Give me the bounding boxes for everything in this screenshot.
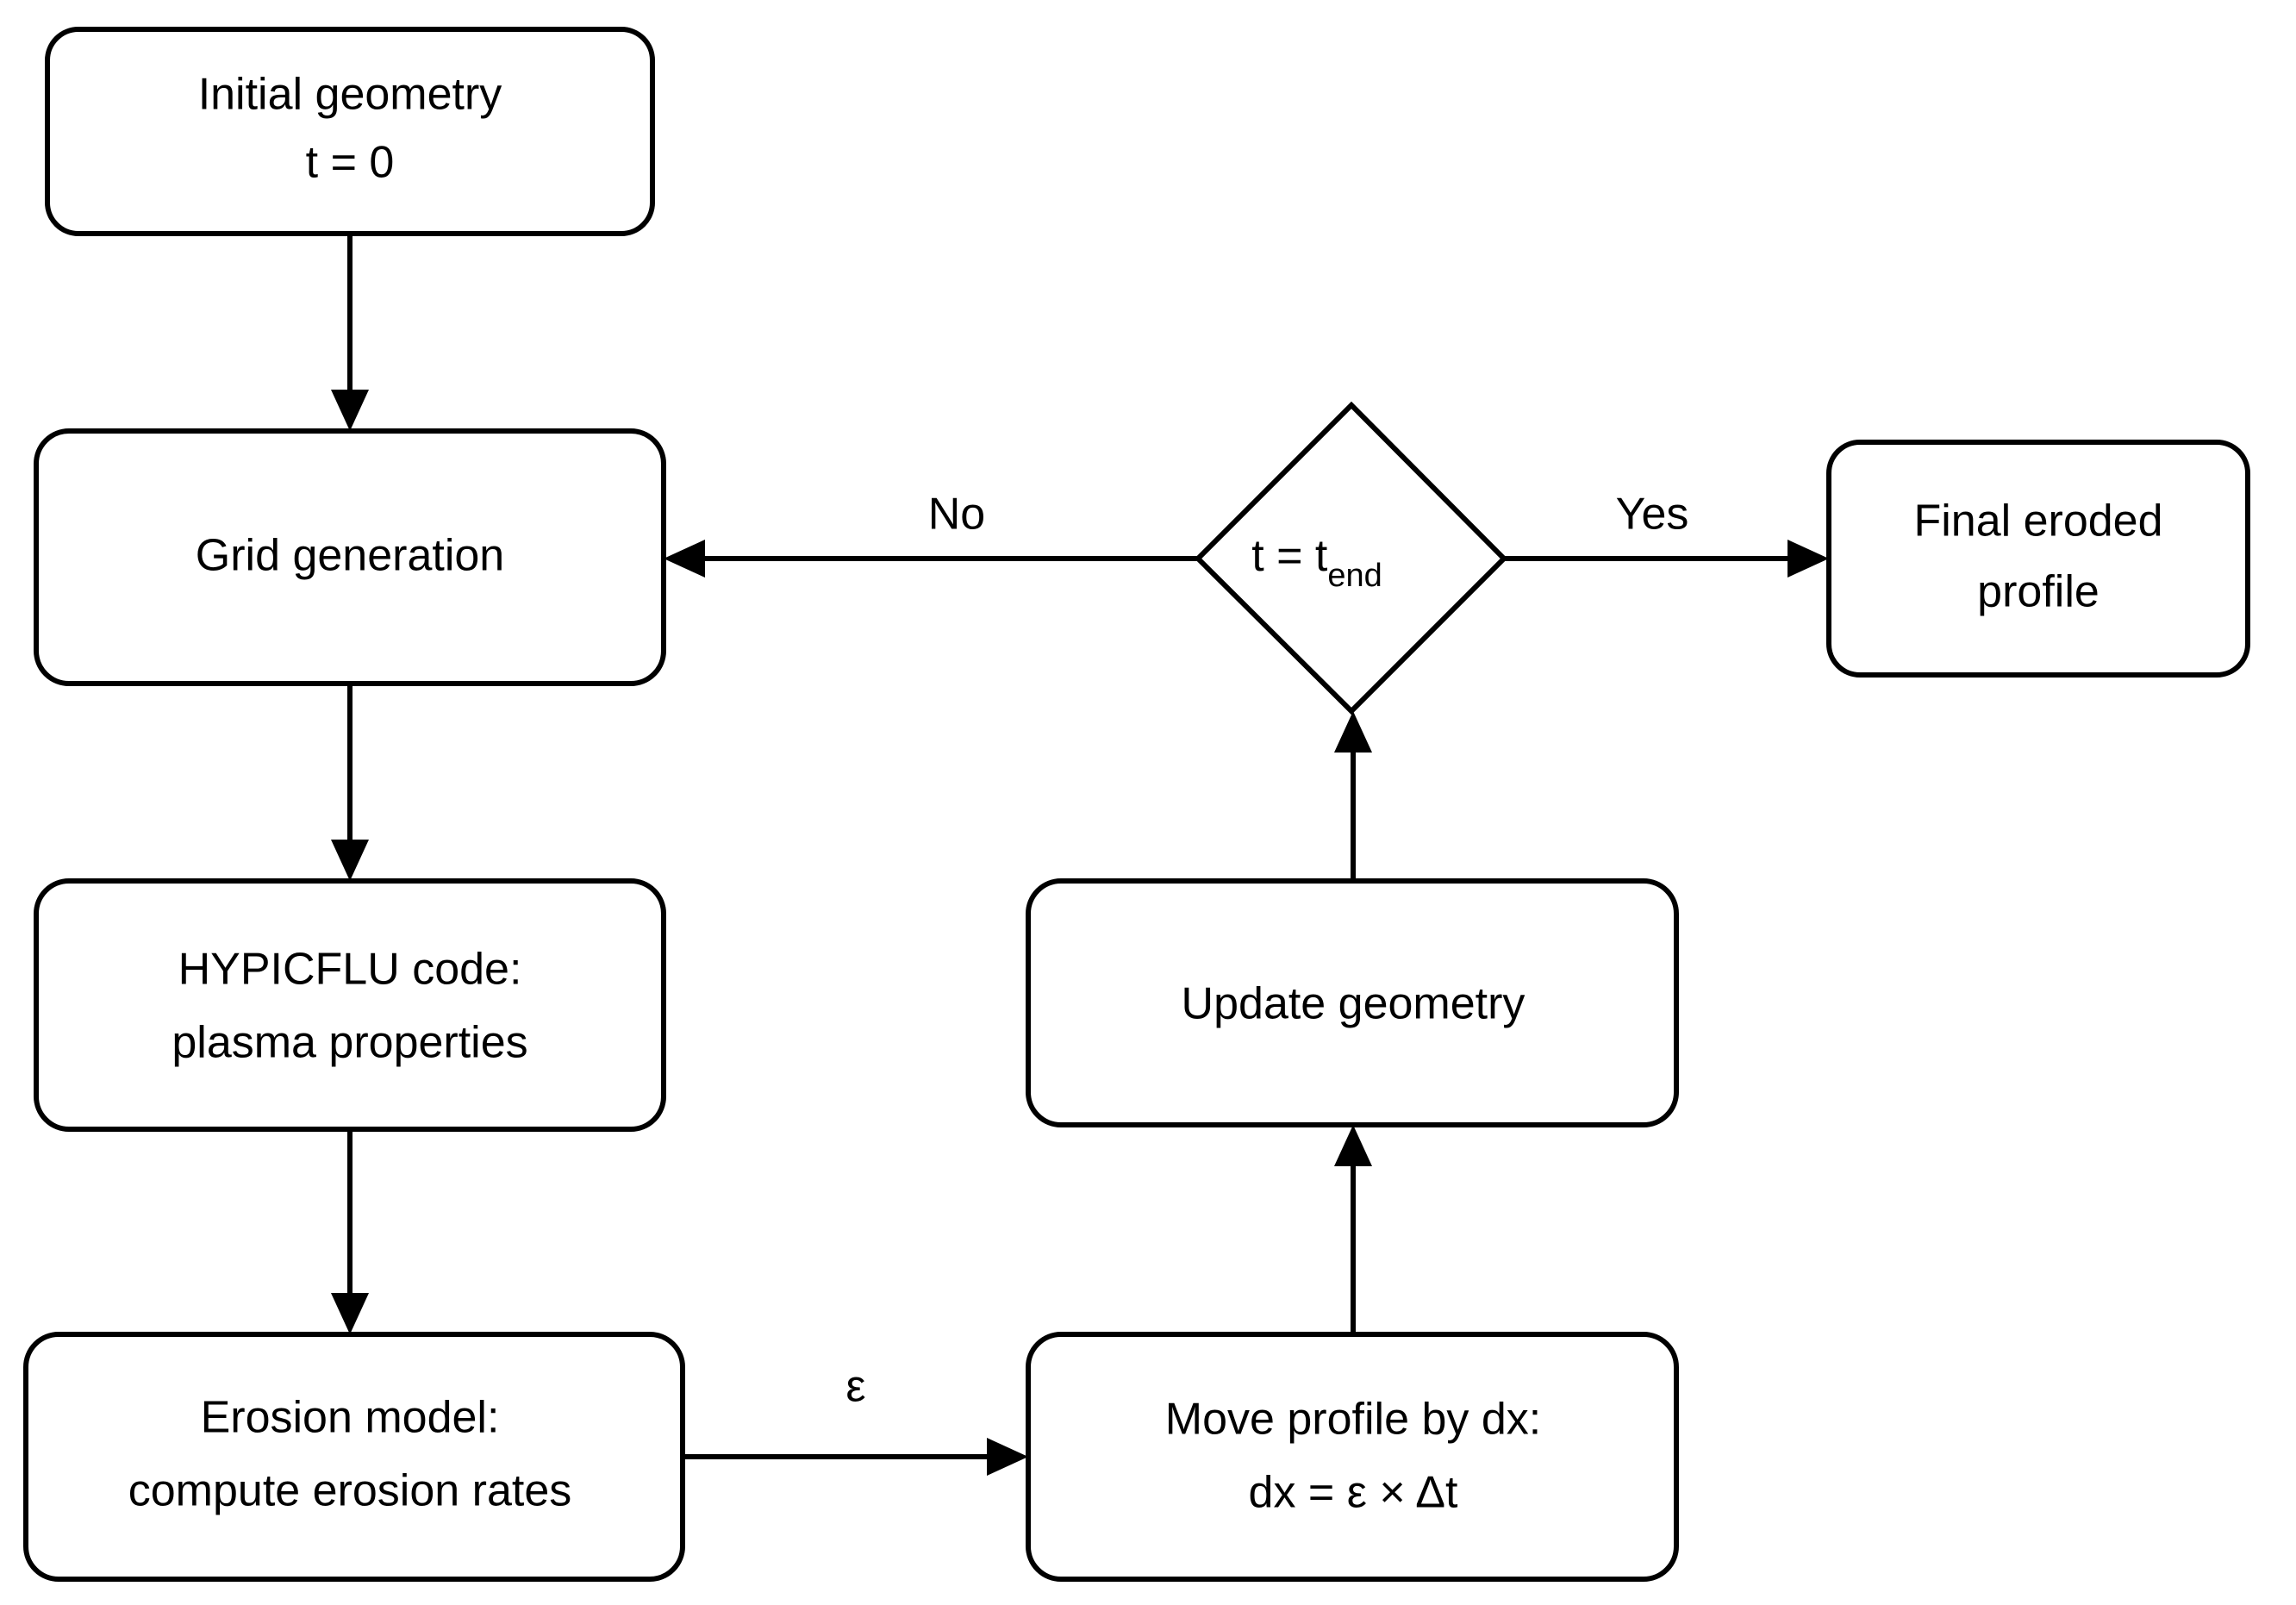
- node-update-geometry-line1: Update geometry: [1182, 979, 1525, 1029]
- node-update-geometry[interactable]: Update geometry: [1026, 878, 1679, 1127]
- arrow-head-up-icon: [1334, 1125, 1372, 1166]
- edge-erosion-to-move: ε: [683, 1362, 1028, 1476]
- node-hypicflu-code-line2: plasma properties: [172, 1018, 527, 1068]
- edge-label-no: No: [928, 490, 985, 540]
- node-erosion-model-shape[interactable]: [23, 1332, 685, 1582]
- node-move-profile-line2: dx = ε × Δt: [1249, 1468, 1458, 1518]
- node-time-check-subscript: end: [1327, 558, 1382, 594]
- edge-initial-to-grid: [331, 234, 369, 431]
- node-final-eroded-profile-line2: profile: [1977, 567, 2099, 617]
- node-hypicflu-code-line1: HYPICFLU code:: [178, 945, 522, 995]
- node-grid-generation[interactable]: Grid generation: [34, 428, 666, 686]
- arrow-head-right-icon: [1788, 540, 1829, 578]
- node-time-check-label: t = tend: [1251, 531, 1382, 594]
- edge-label-yes: Yes: [1616, 490, 1689, 540]
- edge-grid-to-hypicflu: [331, 684, 369, 881]
- node-time-check-main: t = t: [1251, 531, 1328, 581]
- node-erosion-model[interactable]: Erosion model: compute erosion rates: [23, 1332, 685, 1582]
- edge-update-to-decision: [1334, 711, 1372, 881]
- node-move-profile-shape[interactable]: [1026, 1332, 1679, 1582]
- node-move-profile-line1: Move profile by dx:: [1165, 1395, 1541, 1445]
- node-erosion-model-line2: compute erosion rates: [128, 1466, 572, 1516]
- arrow-head-down-icon: [331, 390, 369, 431]
- arrow-head-right-icon: [987, 1438, 1028, 1476]
- arrow-head-up-icon: [1334, 711, 1372, 753]
- edge-label-epsilon: ε: [845, 1362, 865, 1412]
- node-initial-geometry[interactable]: Initial geometry t = 0: [45, 27, 655, 236]
- node-hypicflu-code-shape[interactable]: [34, 878, 666, 1132]
- edge-decision-yes-to-final: Yes: [1504, 490, 1829, 578]
- node-initial-geometry-line1: Initial geometry: [198, 70, 502, 120]
- edge-decision-no-to-grid: No: [664, 490, 1198, 578]
- node-grid-generation-line1: Grid generation: [196, 531, 504, 581]
- node-hypicflu-code[interactable]: HYPICFLU code: plasma properties: [34, 878, 666, 1132]
- node-initial-geometry-line2: t = 0: [306, 138, 395, 188]
- edge-move-to-update: [1334, 1125, 1372, 1334]
- node-time-check-shape[interactable]: [1194, 401, 1508, 715]
- node-final-eroded-profile[interactable]: Final eroded profile: [1826, 440, 2250, 678]
- node-initial-geometry-shape[interactable]: [45, 27, 655, 236]
- arrow-head-left-icon: [664, 540, 705, 578]
- node-update-geometry-shape[interactable]: [1026, 878, 1679, 1127]
- arrow-head-down-icon: [331, 1293, 369, 1334]
- node-time-check[interactable]: t = tend: [1194, 401, 1508, 715]
- node-erosion-model-line1: Erosion model:: [201, 1393, 500, 1443]
- arrow-head-down-icon: [331, 840, 369, 881]
- node-final-eroded-profile-line1: Final eroded: [1913, 496, 2162, 546]
- node-final-eroded-profile-shape[interactable]: [1826, 440, 2250, 678]
- edge-hypicflu-to-erosion: [331, 1129, 369, 1334]
- node-grid-generation-shape[interactable]: [34, 428, 666, 686]
- node-move-profile[interactable]: Move profile by dx: dx = ε × Δt: [1026, 1332, 1679, 1582]
